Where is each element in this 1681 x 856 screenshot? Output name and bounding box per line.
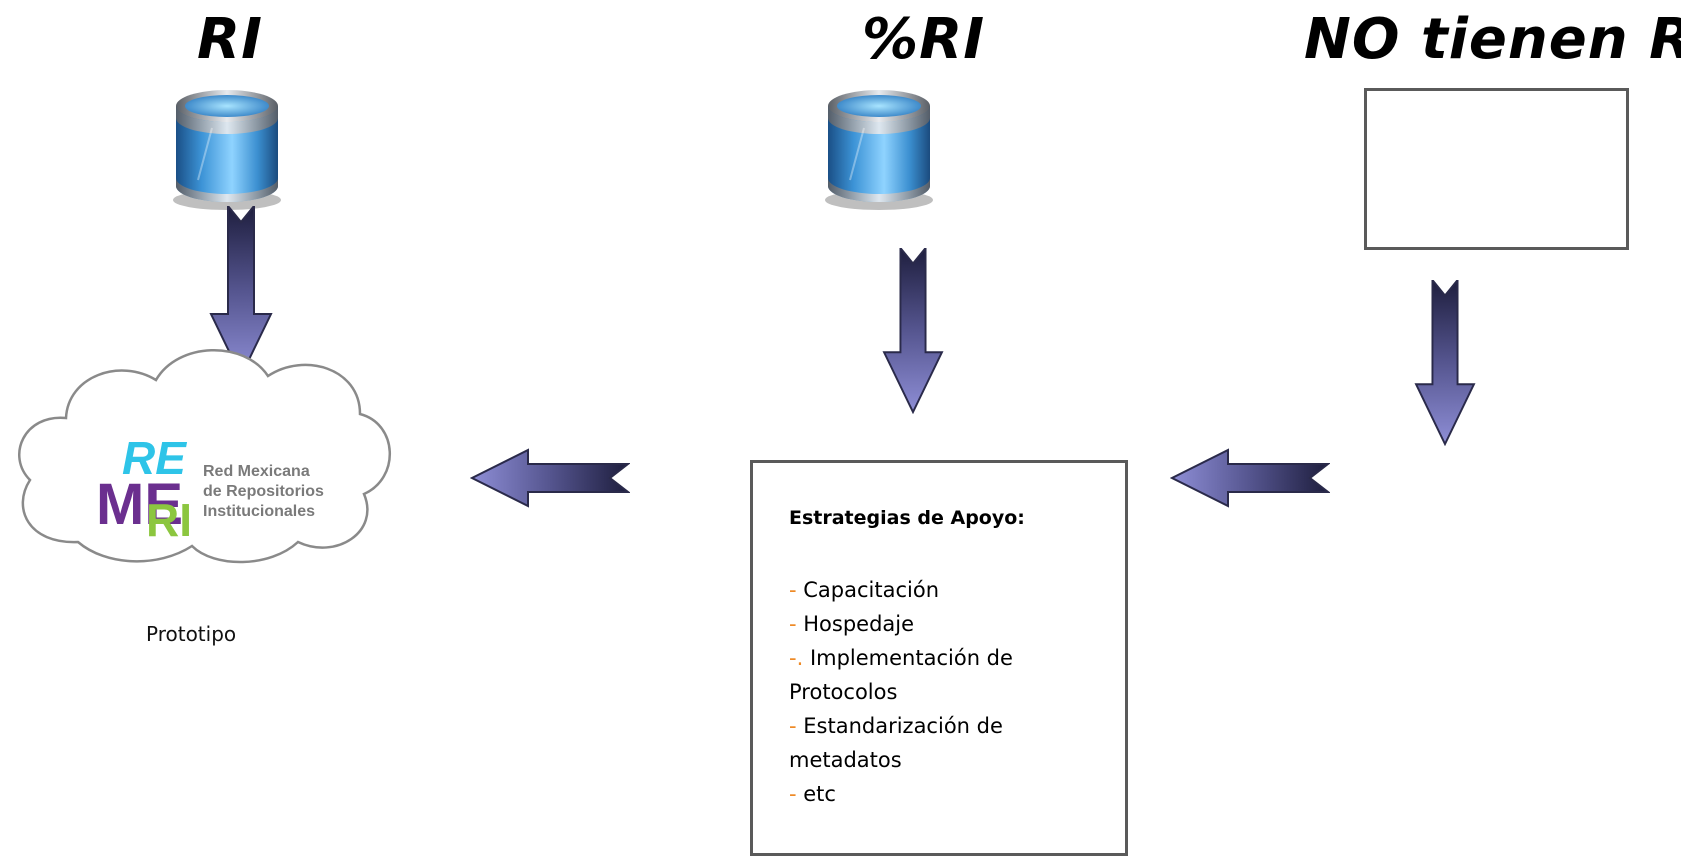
meri-logo-icon: RE ME RI xyxy=(96,432,192,546)
heading-ri: RI xyxy=(197,7,263,72)
database-icon-ri xyxy=(173,90,281,210)
down-arrow-no-ri xyxy=(1414,280,1476,446)
meri-name-line-3: Institucionales xyxy=(203,503,316,520)
strategy-item: -. Implementación de xyxy=(789,646,1013,670)
strategy-item: Protocolos xyxy=(789,680,898,704)
strategy-item: - Capacitación xyxy=(789,578,940,602)
strategy-item: - etc xyxy=(789,782,836,806)
database-icon-pct-ri xyxy=(825,90,933,210)
heading-no-ri: NO tienen RI xyxy=(1304,7,1681,72)
no-ri-box xyxy=(1364,88,1629,250)
heading-pct-ri: %RI xyxy=(862,7,986,72)
meri-name-line-2: de Repositorios xyxy=(203,483,324,500)
svg-text:RI: RI xyxy=(146,494,192,546)
strategies-title: Estrategias de Apoyo: xyxy=(789,507,1025,529)
prototype-cloud xyxy=(18,348,391,564)
meri-logo-name: Red Mexicana de Repositorios Institucion… xyxy=(203,462,363,522)
left-arrow-to-strategies xyxy=(1170,448,1330,508)
down-arrow-ri xyxy=(209,206,273,378)
svg-text:RE: RE xyxy=(122,432,187,484)
prototype-caption: Prototipo xyxy=(146,622,237,646)
strategy-item: - Estandarización de xyxy=(789,714,1003,738)
strategies-list: - Capacitación - Hospedaje -. Implementa… xyxy=(789,573,1119,811)
svg-text:ME: ME xyxy=(96,472,183,537)
meri-name-line-1: Red Mexicana xyxy=(203,463,310,480)
strategy-item: metadatos xyxy=(789,748,902,772)
strategies-box: Estrategias de Apoyo: - Capacitación - H… xyxy=(750,460,1128,856)
down-arrow-pct-ri xyxy=(882,248,944,414)
strategy-item: - Hospedaje xyxy=(789,612,915,636)
left-arrow-to-cloud xyxy=(470,448,630,508)
